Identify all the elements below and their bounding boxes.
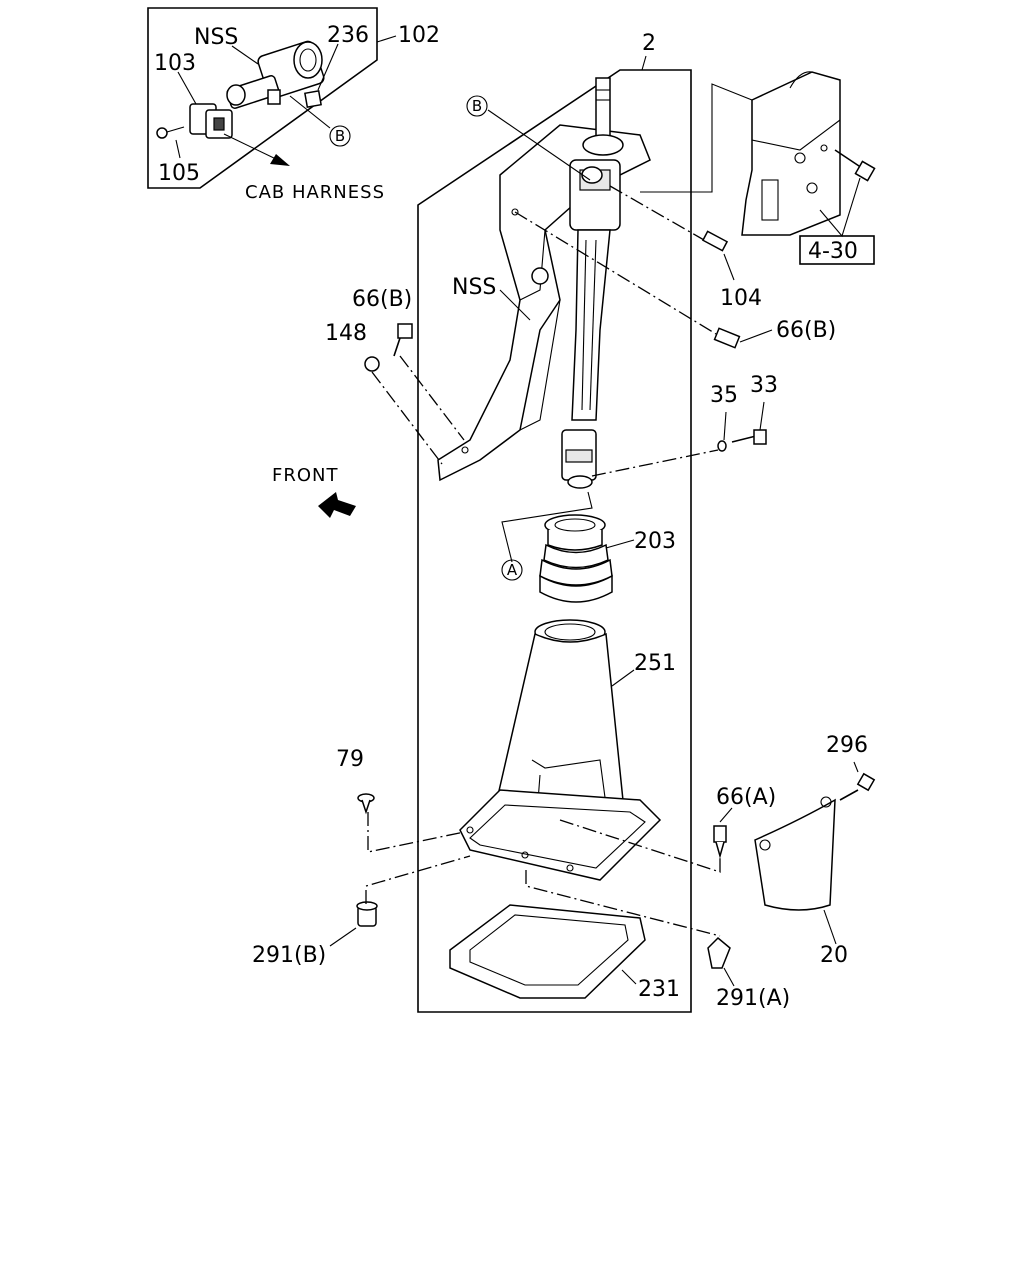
bolt-66b-right — [514, 211, 773, 349]
flange-plate — [459, 789, 662, 881]
label-203: 203 — [634, 529, 676, 554]
boot-251 — [489, 619, 635, 853]
cover-20 — [754, 796, 837, 945]
label-236: 236 — [327, 23, 369, 48]
ref-b-mid-circle — [466, 95, 488, 117]
label-79: 79 — [336, 747, 364, 772]
screw-66a — [559, 807, 733, 873]
label-103: 103 — [154, 51, 196, 76]
ref-a — [501, 491, 593, 563]
screw-296 — [839, 761, 876, 801]
label-35: 35 — [710, 383, 738, 408]
front-arrow — [318, 492, 356, 518]
boot-203 — [539, 514, 635, 603]
label-cab-harness: CAB HARNESS — [245, 182, 385, 203]
label-4-30: 4-30 — [808, 239, 858, 264]
label-20: 20 — [820, 943, 848, 968]
label-104: 104 — [720, 286, 762, 311]
label-33: 33 — [750, 373, 778, 398]
bolt-33-washer-35 — [591, 401, 767, 477]
label-a: A — [507, 561, 518, 579]
label-front: FRONT — [272, 465, 339, 486]
label-66a: 66(A) — [716, 785, 776, 810]
label-148: 148 — [325, 321, 367, 346]
bolt-66b-left-nut-148 — [364, 323, 465, 465]
label-291b: 291(B) — [252, 943, 326, 968]
label-105: 105 — [158, 161, 200, 186]
gasket-231 — [449, 904, 646, 999]
label-2: 2 — [642, 31, 656, 56]
bolt-104 — [609, 185, 735, 281]
label-b-mid: B — [472, 97, 482, 115]
shift-lever-assembly — [437, 77, 651, 489]
label-nss-top: NSS — [194, 25, 238, 50]
label-291a: 291(A) — [716, 986, 790, 1011]
clip-291a — [525, 870, 735, 987]
label-251: 251 — [634, 651, 676, 676]
ref-a-circle — [501, 559, 523, 581]
label-66b-left: 66(B) — [352, 287, 412, 312]
label-231: 231 — [638, 977, 680, 1002]
label-296: 296 — [826, 733, 868, 758]
label-b-top: B — [335, 127, 345, 145]
cover-panel — [640, 71, 876, 265]
label-66b-right: 66(B) — [776, 318, 836, 343]
nss-mid-leader — [499, 289, 531, 321]
label-102: 102 — [398, 23, 440, 48]
ref-b-mid — [487, 109, 591, 181]
inset-switch-assembly — [147, 7, 397, 189]
clip-291b — [329, 855, 471, 947]
main-assembly-frame — [417, 55, 692, 1013]
screw-79 — [357, 793, 465, 853]
label-nss-mid: NSS — [452, 275, 496, 300]
